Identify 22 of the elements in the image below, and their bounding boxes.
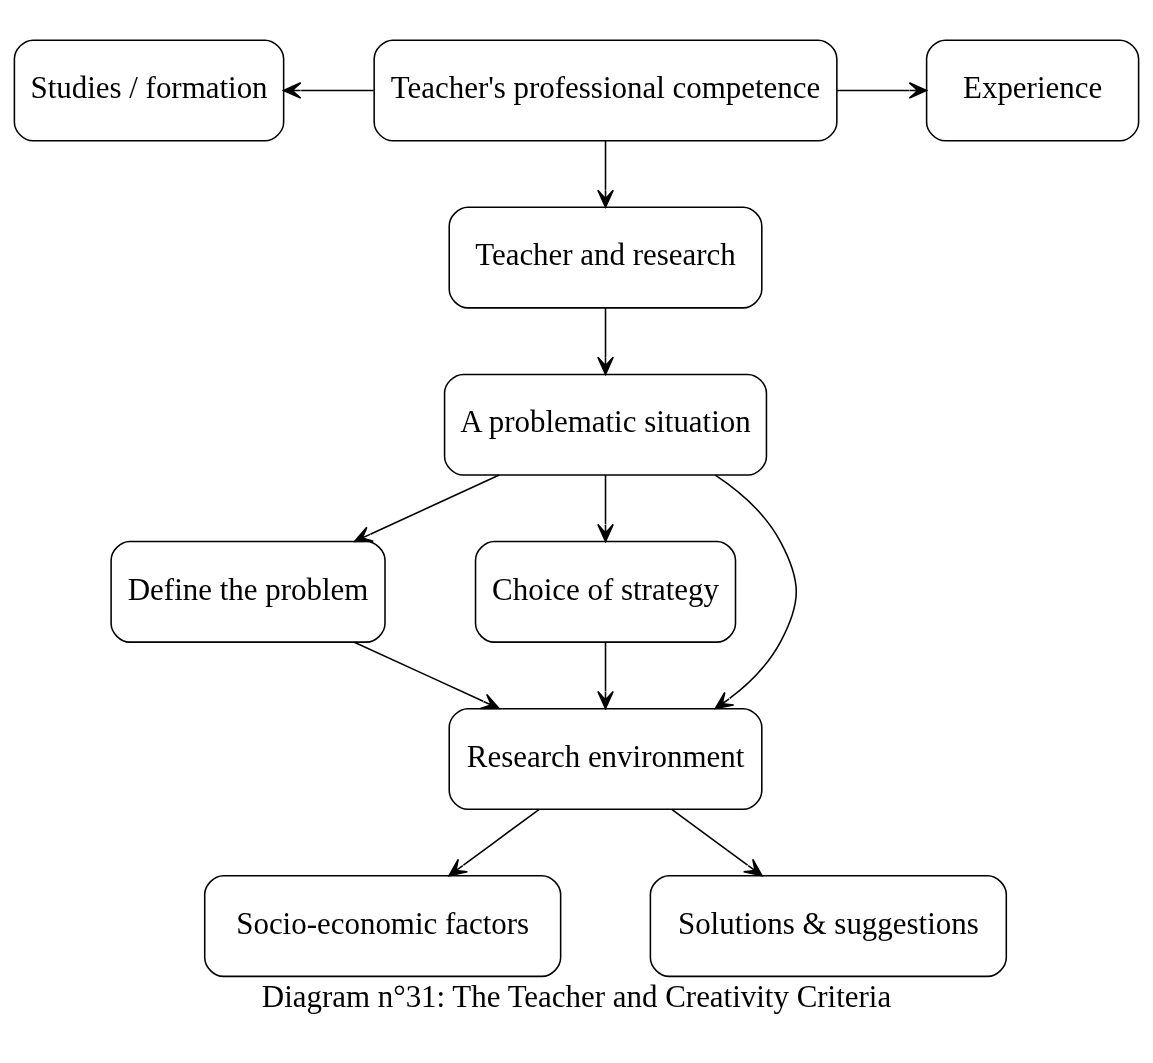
arrow — [353, 474, 500, 543]
node-box: Teacher's professional competence — [373, 39, 838, 142]
caption: Diagram n°31: The Teacher and Creativity Criteria — [261, 979, 892, 1015]
arrow — [448, 808, 541, 877]
arrow — [353, 641, 500, 710]
node-box: Socio-economic factors — [203, 875, 562, 978]
node-box: Experience — [925, 39, 1140, 142]
arrow — [597, 140, 614, 208]
node-box: Research environment — [448, 707, 763, 811]
node-box: Studies / formation — [13, 39, 285, 142]
arrow — [671, 808, 763, 877]
arrow — [597, 307, 614, 376]
node-box: Teacher and research — [448, 206, 763, 309]
arrow — [836, 82, 928, 99]
arrow — [714, 474, 798, 710]
arrow — [282, 82, 375, 99]
arrow — [597, 474, 614, 543]
node-box: Choice of strategy — [474, 540, 737, 643]
arrow — [597, 641, 614, 710]
node-box: Define the problem — [110, 540, 386, 643]
node-box: Solutions & suggestions — [649, 875, 1008, 978]
node-box: A problematic situation — [443, 373, 768, 476]
